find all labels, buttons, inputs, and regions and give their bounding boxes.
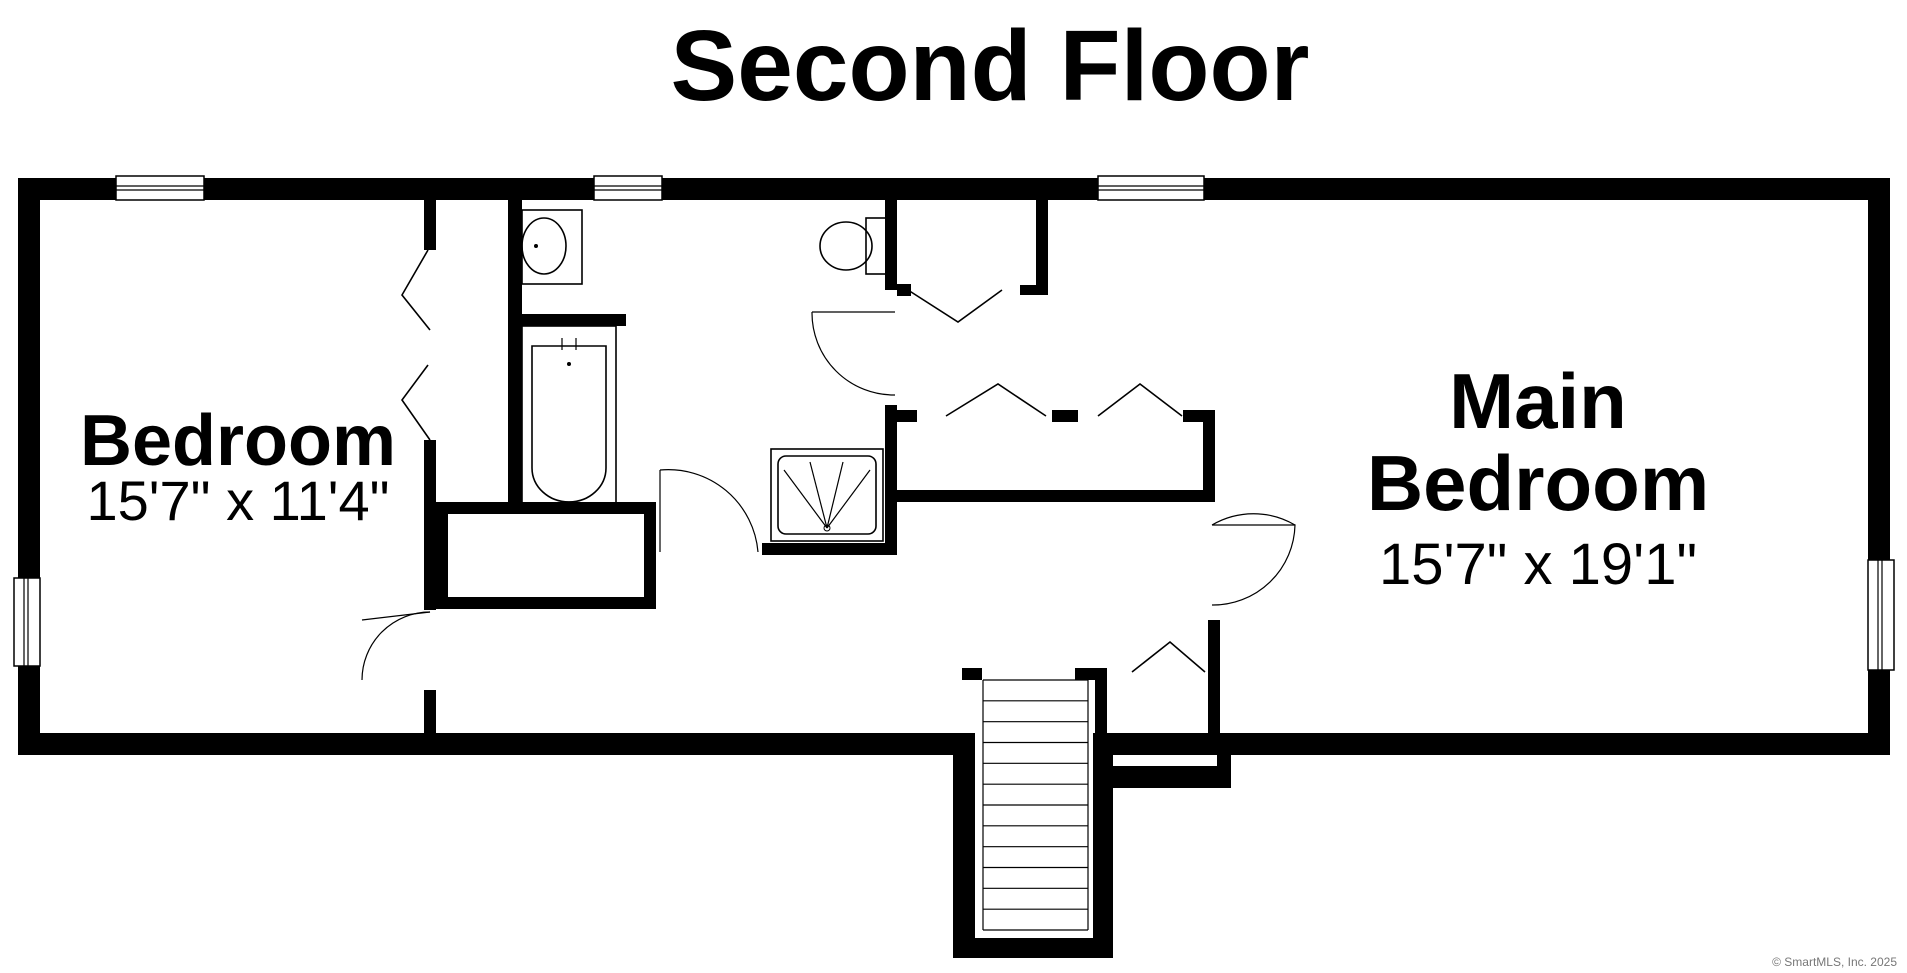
toilet-icon (819, 217, 889, 275)
page-title: Second Floor (671, 10, 1310, 122)
windows (13, 175, 1895, 671)
copyright-notice: © SmartMLS, Inc. 2025 (1772, 955, 1897, 969)
bathtub-icon (521, 325, 617, 507)
main-bedroom-dimensions: 15'7" x 19'1" (1379, 532, 1697, 597)
sink-icon (521, 209, 583, 285)
bedroom-name: Bedroom (80, 401, 396, 481)
bedroom-dimensions: 15'7" x 11'4" (87, 469, 390, 532)
shower-icon (770, 448, 884, 542)
main-bedroom-name-line2: Bedroom (1367, 439, 1709, 527)
bifold-doors (401, 249, 1206, 673)
interior-walls (424, 200, 1220, 758)
door-swings (361, 311, 1296, 681)
staircase (982, 679, 1089, 931)
main-bedroom-name-line1: Main (1449, 357, 1627, 445)
